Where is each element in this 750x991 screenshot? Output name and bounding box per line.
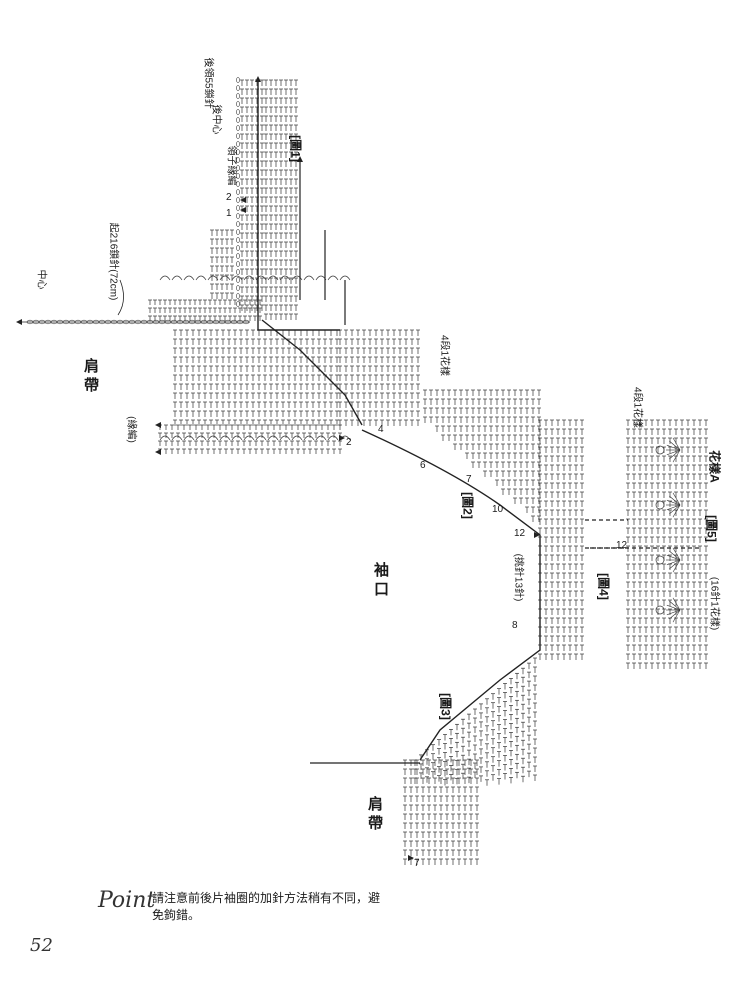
row-number: 2 [226,192,232,203]
pick-up-label: (挑針13針) [512,553,524,602]
row-number: 8 [512,620,518,631]
row-number: 6 [420,460,426,471]
diagram4-label: [圖4] [596,573,611,600]
row-number: 2 [346,437,352,448]
outline-lines [18,80,700,764]
row-number: 7 [414,858,420,869]
point-word: Point [98,888,156,913]
row-number: 10 [492,504,504,515]
row-number: 1 [226,208,232,219]
pattern-a-label: 花樣A [707,450,722,483]
pattern-16-label: (16針1花樣) [708,576,720,631]
start-chain-label: 起216鎖針(72cm) [107,222,119,301]
diagram2-label: [圖2] [460,492,475,519]
back-center-label: 後中心 [210,104,222,135]
diagram1-label: [圖1] [288,135,303,162]
collar-edging-label: 領子緣編 [225,145,237,186]
row-number: 12 [616,540,628,551]
center-label: 中心 [35,269,47,290]
page-number: 52 [30,935,53,956]
diagram3-label: [圖3] [438,693,453,720]
diagram5-label: [圖5] [704,515,719,542]
row-number: 4 [378,424,384,435]
shoulder-strap-bottom-label: 肩帶 [366,796,383,834]
arrow-markers [16,76,540,861]
point-note-text: 請注意前後片袖圈的加針方法稍有不同，避免鉤錯。 [152,891,381,922]
back-neck-chain-label: 後領55鎖針 [202,57,214,109]
point-note: Point [98,888,155,913]
shoulder-strap-label: 肩帶 [82,358,99,396]
pattern-repeat-a-label: 4段1花樣 [631,386,643,429]
armhole-label: 袖口 [372,562,389,600]
pattern-repeat-label: 4段1花樣 [438,334,450,377]
edging-label: (緣編) [125,416,137,443]
row-number: 12 [514,528,526,539]
row-number: 7 [466,474,472,485]
stitch-grid [26,77,708,865]
